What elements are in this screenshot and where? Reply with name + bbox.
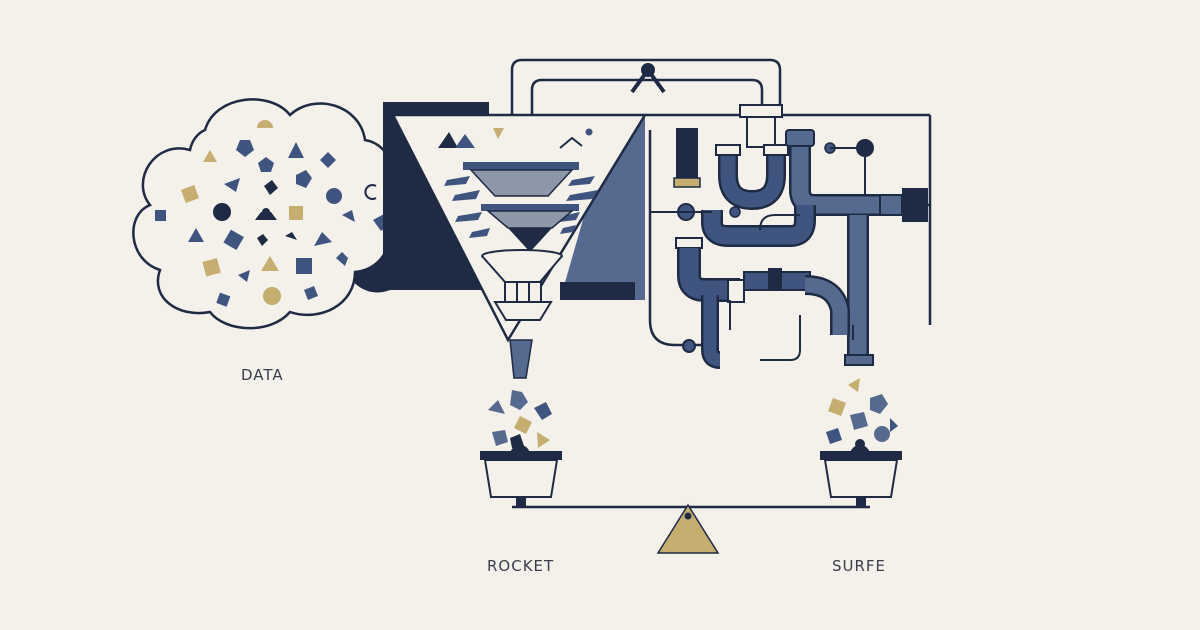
rocket-label: ROCKET (487, 557, 555, 575)
top-loop-pipe (510, 58, 932, 325)
diamond-shape (264, 180, 278, 195)
surfe-bucket-shapes (826, 378, 898, 455)
rocket-bucket (480, 390, 562, 498)
half-circle-shape (257, 120, 273, 128)
triangle-shape (224, 178, 240, 192)
triangle-shape (261, 256, 279, 271)
funnel-spout (509, 339, 533, 379)
surfe-bucket (820, 378, 902, 498)
pipe-segment (746, 116, 776, 148)
pentagon-shape (236, 140, 254, 157)
rocket-bucket-shapes (488, 390, 552, 455)
balance-scale (512, 497, 870, 554)
bucket-rim (820, 451, 902, 460)
triangle-shape (314, 232, 332, 246)
control-box (902, 188, 928, 222)
square-shape (181, 185, 199, 203)
square-shape (223, 229, 244, 251)
data-label: DATA (241, 366, 284, 384)
cloud-shapes (155, 120, 390, 307)
diamond-shape (304, 286, 318, 300)
scale-fulcrum (656, 503, 720, 554)
valve-icon (630, 63, 666, 94)
surfe-label: SURFE (832, 557, 887, 575)
square-shape (296, 258, 312, 274)
filter-lid (481, 204, 579, 211)
dot-icon (585, 128, 593, 136)
square-shape (289, 206, 303, 220)
mountain-icon (438, 132, 458, 148)
triangle-shape (493, 128, 504, 139)
square-shape (216, 292, 231, 307)
triangle-shape (285, 232, 297, 240)
pentagon-shape (258, 157, 274, 172)
diamond-shape (257, 234, 268, 246)
square-shape (202, 258, 221, 277)
triangle-shape (288, 142, 304, 158)
square-shape (155, 210, 166, 221)
dome-shape (255, 208, 277, 220)
filter-cone (508, 228, 552, 252)
funnel-neck (504, 281, 542, 303)
circle-shape (213, 203, 231, 221)
triangle-shape (238, 270, 250, 282)
bucket-body (823, 459, 899, 498)
mesh-filter-top (469, 169, 574, 197)
funnel-collar (493, 301, 553, 321)
diamond-shape (320, 152, 336, 168)
funnel-stripes (444, 176, 598, 238)
pentagon-shape (296, 170, 312, 188)
bucket-body (483, 459, 559, 498)
triangle-shape (188, 228, 204, 242)
diamond-shape (336, 252, 348, 266)
arc-shape (364, 184, 377, 200)
pipe-cap (676, 128, 698, 180)
triangle-shape (342, 210, 355, 222)
machine-base-strip (560, 282, 635, 300)
brass-ring (673, 177, 701, 188)
data-cloud (132, 98, 410, 330)
mountain-icon (455, 134, 475, 148)
filter-lid (463, 162, 579, 170)
triangle-shape (203, 150, 217, 162)
pipe-flange (739, 104, 783, 118)
peak-icon (559, 136, 583, 149)
bucket-rim (480, 451, 562, 460)
pipe-network (648, 104, 928, 369)
machine-side-shade (560, 115, 645, 300)
circle-shape (263, 287, 281, 305)
circle-shape (326, 188, 342, 204)
funnel-machine (383, 102, 648, 379)
